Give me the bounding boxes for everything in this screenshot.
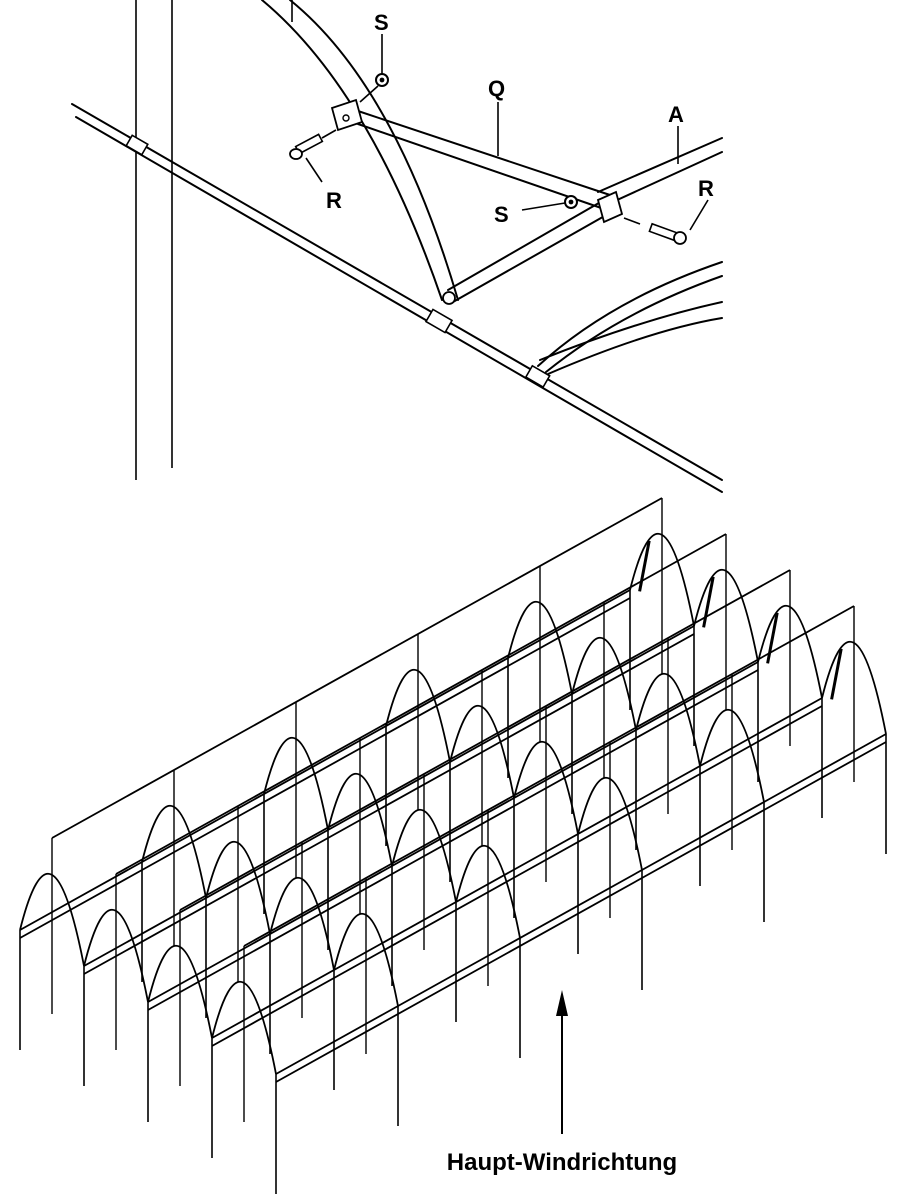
diagonal-rail [71,103,723,493]
clamp-bottom [442,291,456,305]
rail-a [447,137,723,303]
nut-s-top [359,34,389,103]
clamp-right [596,190,624,224]
label-s-mid: S [494,202,509,227]
label-a: A [668,102,684,127]
brace-q [354,109,611,211]
clamp-top [330,98,364,132]
nut-s-mid [521,195,578,211]
wind-arrow [556,990,568,1134]
label-r-right: R [698,176,714,201]
bolt-r-left [289,129,337,183]
label-s-top: S [374,10,389,35]
label-r-left: R [326,188,342,213]
bolt-r-right [623,199,709,245]
vertical-post [135,0,173,480]
detail-view: S Q A R S R [71,0,723,493]
second-arch [537,261,723,375]
wind-direction-caption: Haupt-Windrichtung [447,1149,677,1176]
label-q: Q [488,76,505,101]
greenhouse-iso [19,497,887,1194]
